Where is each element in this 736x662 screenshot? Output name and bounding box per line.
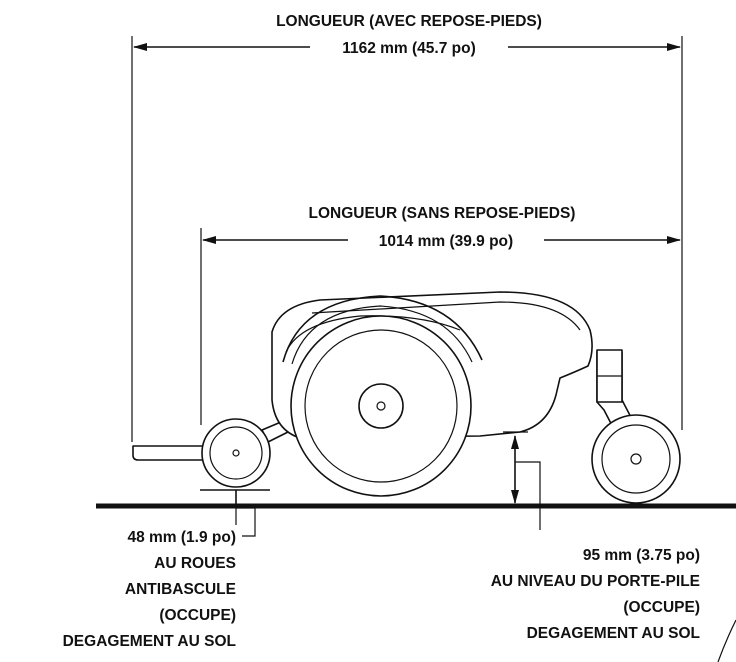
battery-tray-clearance-label: 95 mm (3.75 po) AU NIVEAU DU PORTE-PILE … [491, 547, 700, 642]
drive-wheel-hub [358, 383, 404, 429]
wheelchair-illustration [132, 291, 681, 504]
footrest-plate [132, 445, 205, 461]
length-without-footrest-title: LONGUEUR (SANS REPOSE-PIEDS) [309, 205, 576, 222]
length-with-footrest-title: LONGUEUR (AVEC REPOSE-PIEDS) [276, 13, 542, 30]
dimension-length-with-footrest: LONGUEUR (AVEC REPOSE-PIEDS) 1162 mm (45… [133, 13, 681, 57]
dimension-length-without-footrest: LONGUEUR (SANS REPOSE-PIEDS) 1014 mm (39… [202, 205, 681, 250]
anti-tip-wheel-axle [232, 449, 240, 457]
dimension-battery-tray-clearance [503, 431, 541, 530]
anti-tip-wheel [201, 418, 271, 488]
anti-tip-clearance-line-3: ANTIBASCULE [125, 581, 236, 598]
dimension-anti-tip-clearance [200, 489, 270, 537]
shroud-contour [285, 315, 461, 353]
length-with-footrest-value: 1162 mm (45.7 po) [342, 40, 476, 57]
anti-tip-clearance-line-4: (OCCUPE) [159, 607, 236, 624]
anti-tip-clearance-line-5: DEGAGEMENT AU SOL [63, 633, 236, 650]
battery-tray-clearance-line-3: (OCCUPE) [623, 599, 700, 616]
shroud-arch-inner [291, 305, 473, 365]
anti-tip-clearance-line-2: AU ROUES [154, 555, 236, 572]
front-caster-axle [630, 453, 642, 465]
anti-tip-clearance-label: 48 mm (1.9 po) AU ROUES ANTIBASCULE (OCC… [63, 529, 236, 650]
drive-wheel-rim [304, 329, 458, 483]
battery-tray-clearance-line-2: AU NIVEAU DU PORTE-PILE [491, 573, 700, 590]
battery-tray-clearance-line-4: DEGAGEMENT AU SOL [527, 625, 700, 642]
battery-tray-clearance-line-1: 95 mm (3.75 po) [583, 547, 700, 564]
front-caster-wheel [591, 414, 681, 504]
drive-wheel-axle [376, 401, 386, 411]
front-caster-wheel-inner [601, 424, 671, 494]
length-without-footrest-value: 1014 mm (39.9 po) [379, 233, 513, 250]
anti-tip-wheel-inner [209, 426, 263, 480]
page-corner-curl [717, 619, 736, 662]
anti-tip-clearance-line-1: 48 mm (1.9 po) [127, 529, 236, 546]
shroud-arch-outer [282, 295, 483, 363]
shroud-top-line [311, 301, 581, 331]
